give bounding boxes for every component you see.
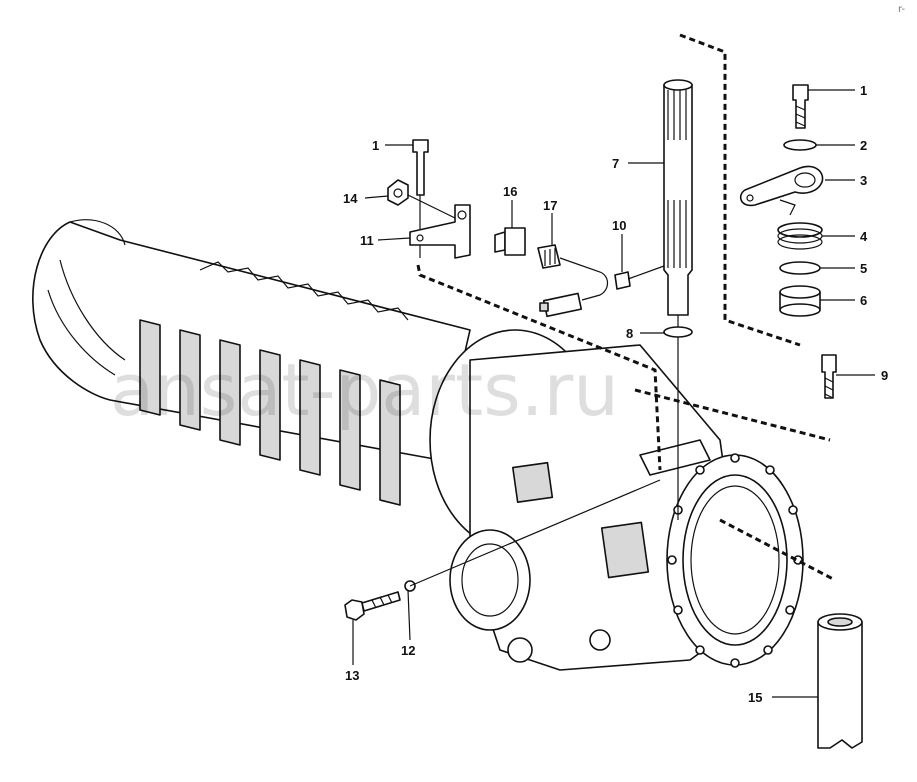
callout-9: 9: [881, 368, 888, 383]
callout-1-right: 1: [860, 83, 867, 98]
callout-2: 2: [860, 138, 867, 153]
corner-mark: r-: [898, 4, 905, 15]
callout-10: 10: [612, 218, 626, 233]
leader-lines: [352, 89, 875, 698]
housing-fins: [139, 261, 409, 506]
callout-11: 11: [360, 233, 374, 248]
callout-labels: 1 1 2 3 4 5 6 7 8 9 10 11 12 13 14 15 16…: [343, 83, 888, 705]
assembly-dashed-lines: [416, 33, 836, 582]
axle-housing-tube: [32, 219, 471, 506]
part-5-ring: [779, 261, 821, 275]
watermark: ansat-parts.ru: [110, 348, 619, 432]
part-1-bolt-right: [792, 84, 809, 129]
part-16-fitting: [494, 227, 526, 256]
part-17-sensor: [537, 244, 609, 318]
part-13-bolt: [344, 591, 401, 621]
callout-12: 12: [401, 643, 415, 658]
part-6-bushing: [779, 285, 821, 317]
part-4-spring: [777, 199, 823, 250]
callout-14: 14: [343, 191, 358, 206]
steering-knuckle-housing: [429, 329, 804, 671]
callout-7: 7: [612, 156, 619, 171]
callout-4: 4: [860, 229, 868, 244]
part-9-bolt: [821, 354, 837, 399]
callout-16: 16: [503, 184, 517, 199]
callout-8: 8: [626, 326, 633, 341]
part-1-bolt-left: [412, 139, 429, 258]
part-3-lever: [739, 165, 824, 207]
callout-13: 13: [345, 668, 359, 683]
callout-17: 17: [543, 198, 557, 213]
part-7-shaft: [663, 79, 693, 520]
part-8-o-ring: [663, 326, 693, 338]
callout-15: 15: [748, 690, 762, 705]
part-2-washer: [783, 139, 817, 151]
callout-3: 3: [860, 173, 867, 188]
part-10-screw: [614, 265, 665, 290]
part-11-bracket: [409, 204, 471, 259]
callout-5: 5: [860, 261, 867, 276]
part-14-nut: [387, 179, 456, 219]
part-15-pin: [817, 613, 863, 749]
callout-1-left: 1: [372, 138, 379, 153]
callout-6: 6: [860, 293, 867, 308]
